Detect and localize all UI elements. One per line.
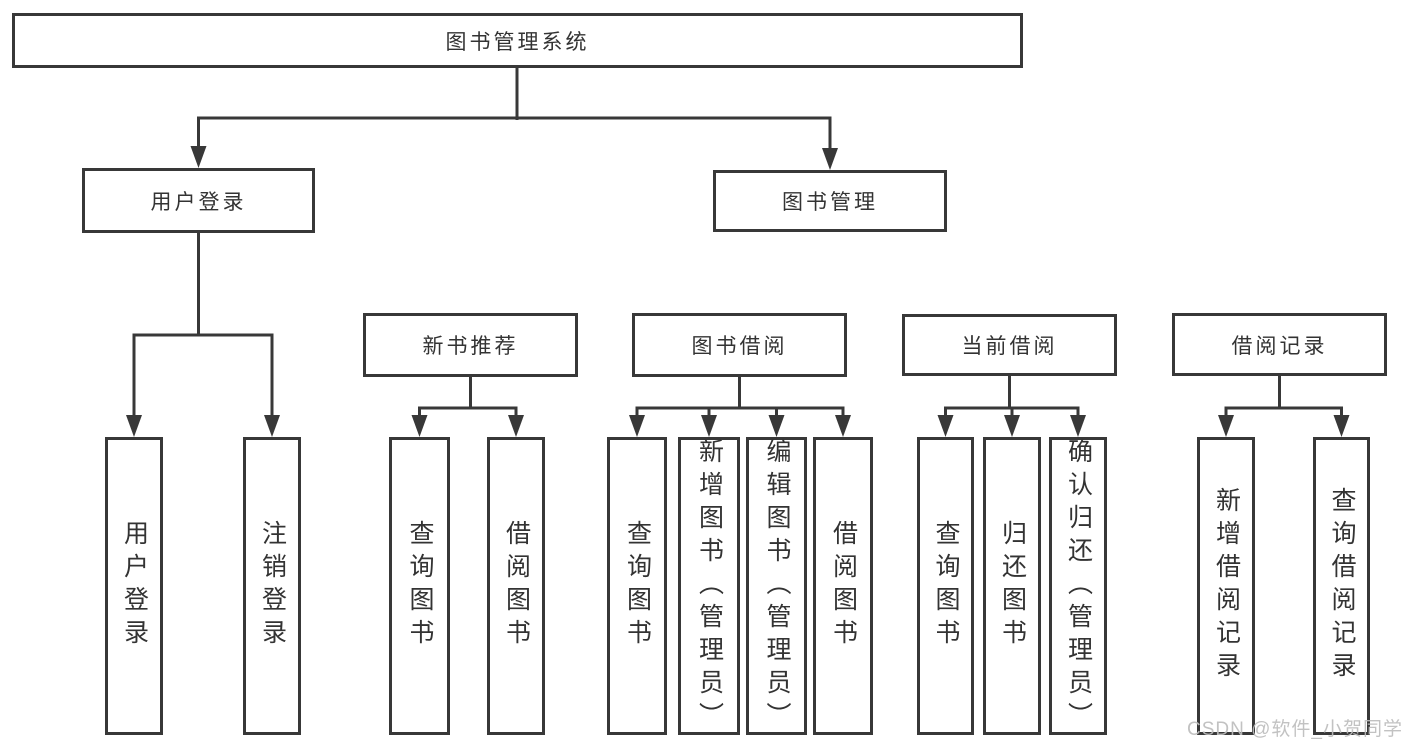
arrowhead-icon: [937, 415, 954, 437]
arrowhead-icon: [1333, 415, 1350, 437]
node-root-label: 图书管理系统: [445, 30, 590, 54]
node-user-login-label: 用户登录: [150, 190, 247, 214]
leaf-logout: 注销登录: [243, 437, 301, 735]
connector-bookborrow-to-leaves: [635, 377, 845, 418]
connector-userlogin-to-leaves: [132, 233, 274, 418]
node-root: 图书管理系统: [12, 13, 1023, 68]
arrowhead-icon: [1218, 415, 1234, 437]
node-borrow-records: 借阅记录: [1172, 313, 1387, 376]
arrowhead-icon: [508, 415, 524, 437]
connector-newbooks-to-leaves: [418, 377, 518, 418]
leaf-query-borrow-record: 查询借阅记录: [1313, 437, 1370, 735]
arrowhead-icon: [190, 146, 207, 168]
leaf-edit-books: 编辑图书（管理员）: [746, 437, 807, 735]
leaf-edit-books-label: 编辑图书（管理员）: [763, 437, 791, 735]
arrowhead-icon: [1004, 415, 1020, 437]
leaf-add-borrow-record: 新增借阅记录: [1197, 437, 1255, 735]
leaf-query-books-3-label: 查询图书: [932, 520, 960, 652]
node-book-borrow: 图书借阅: [632, 313, 847, 377]
leaf-borrow-books-2-label: 借阅图书: [829, 520, 858, 652]
leaf-add-books: 新增图书（管理员）: [678, 437, 740, 735]
leaf-borrow-books-1: 借阅图书: [487, 437, 545, 735]
connector-borrowrecords-to-leaves: [1224, 376, 1343, 418]
node-current-borrow-label: 当前借阅: [961, 335, 1058, 358]
arrowhead-icon: [822, 148, 838, 170]
node-current-borrow: 当前借阅: [902, 314, 1117, 376]
leaf-user-login: 用户登录: [105, 437, 163, 735]
arrowhead-icon: [1070, 415, 1086, 437]
node-book-management-label: 图书管理: [782, 191, 878, 214]
arrowhead-icon: [126, 415, 142, 437]
arrowhead-icon: [411, 415, 428, 437]
leaf-query-books-1: 查询图书: [389, 437, 450, 735]
arrowhead-icon: [629, 415, 645, 437]
leaf-add-borrow-record-label: 新增借阅记录: [1212, 487, 1241, 685]
leaf-confirm-return: 确认归还（管理员）: [1049, 437, 1107, 735]
arrowhead-icon: [264, 415, 280, 437]
node-user-login: 用户登录: [82, 168, 315, 233]
leaf-borrow-books-2: 借阅图书: [813, 437, 873, 735]
connector-currentborrow-to-leaves: [944, 376, 1080, 418]
node-book-management: 图书管理: [713, 170, 947, 232]
node-borrow-records-label: 借阅记录: [1231, 334, 1328, 358]
arrowhead-icon: [701, 415, 717, 437]
leaf-query-borrow-record-label: 查询借阅记录: [1328, 487, 1356, 685]
leaf-borrow-books-1-label: 借阅图书: [502, 520, 531, 652]
leaf-query-books-2: 查询图书: [607, 437, 667, 735]
leaf-query-books-2-label: 查询图书: [623, 520, 652, 652]
leaf-query-books-1-label: 查询图书: [406, 520, 434, 652]
leaf-return-books-label: 归还图书: [998, 520, 1027, 652]
csdn-watermark: CSDN @软件_小贺同学: [1187, 719, 1403, 740]
leaf-user-login-label: 用户登录: [120, 520, 149, 652]
leaf-logout-label: 注销登录: [258, 520, 287, 652]
leaf-query-books-3: 查询图书: [917, 437, 974, 735]
node-book-borrow-label: 图书借阅: [691, 335, 788, 358]
leaf-return-books: 归还图书: [983, 437, 1041, 735]
node-new-book-recommend: 新书推荐: [363, 313, 578, 377]
leaf-add-books-label: 新增图书（管理员）: [695, 437, 724, 735]
connector-root-to-level2: [197, 68, 832, 152]
leaf-confirm-return-label: 确认归还（管理员）: [1064, 437, 1093, 735]
arrowhead-icon: [835, 415, 851, 437]
arrowhead-icon: [768, 415, 785, 437]
node-new-book-recommend-label: 新书推荐: [422, 335, 519, 358]
